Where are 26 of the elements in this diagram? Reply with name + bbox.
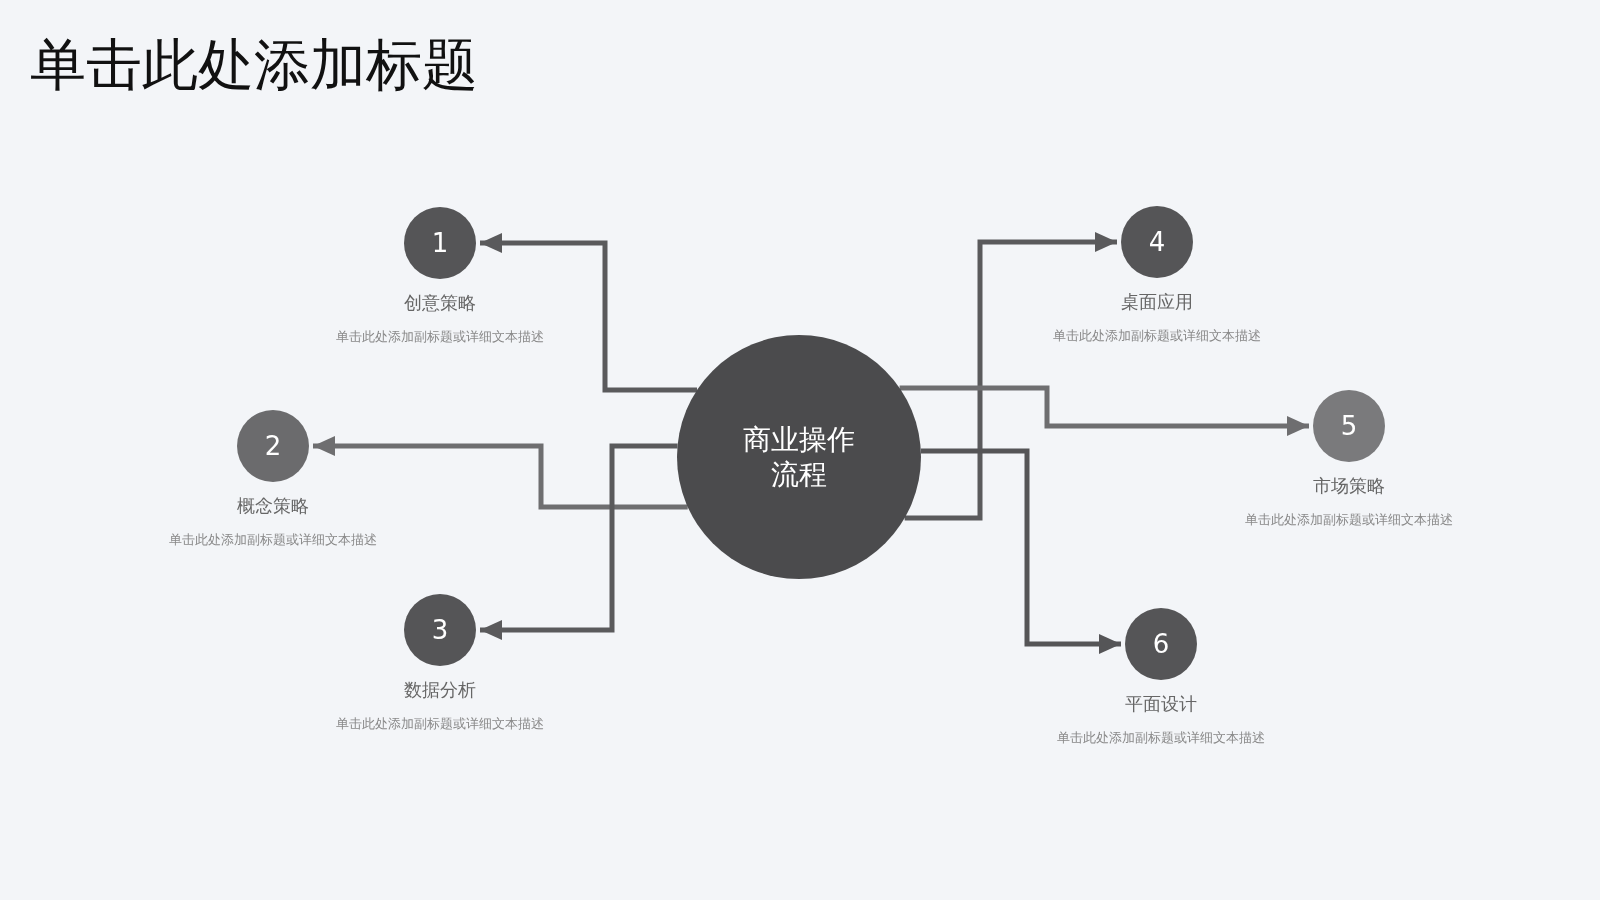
step-description: 单击此处添加副标题或详细文本描述 bbox=[168, 531, 378, 549]
step-number: 1 bbox=[431, 226, 449, 260]
step-description: 单击此处添加副标题或详细文本描述 bbox=[335, 715, 545, 733]
step-description: 单击此处添加副标题或详细文本描述 bbox=[1052, 327, 1262, 345]
step-number: 5 bbox=[1340, 409, 1358, 443]
step-number: 3 bbox=[431, 613, 449, 647]
step-description: 单击此处添加副标题或详细文本描述 bbox=[335, 328, 545, 346]
step-number: 6 bbox=[1152, 627, 1170, 661]
step-title: 概念策略 bbox=[236, 494, 310, 518]
step-description: 单击此处添加副标题或详细文本描述 bbox=[1244, 511, 1454, 529]
step-title: 创意策略 bbox=[403, 291, 477, 315]
elbow-arrow bbox=[313, 436, 688, 510]
step-title: 桌面应用 bbox=[1120, 290, 1194, 314]
step-title: 数据分析 bbox=[403, 678, 477, 702]
elbow-arrow bbox=[899, 385, 1309, 436]
step-number: 2 bbox=[264, 429, 282, 463]
elbow-arrow bbox=[480, 233, 698, 393]
slide-title: 单击此处添加标题 bbox=[30, 31, 478, 99]
elbow-arrow bbox=[904, 232, 1117, 521]
elbow-arrow bbox=[480, 443, 678, 640]
step-title: 市场策略 bbox=[1312, 474, 1386, 498]
step-number: 4 bbox=[1148, 225, 1166, 259]
step-description: 单击此处添加副标题或详细文本描述 bbox=[1056, 729, 1266, 747]
step-title: 平面设计 bbox=[1124, 692, 1198, 716]
center-label: 商业操作流程 bbox=[742, 422, 856, 492]
elbow-arrow bbox=[920, 448, 1121, 654]
